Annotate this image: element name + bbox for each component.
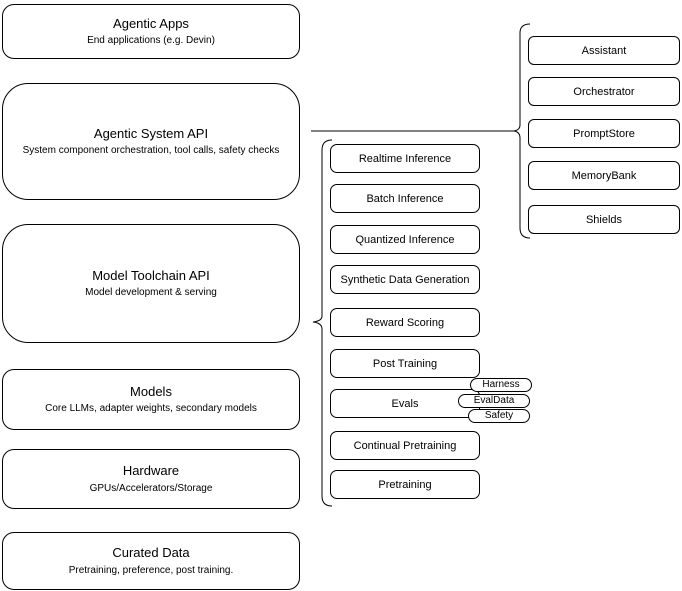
node-evals: Evals <box>330 389 480 418</box>
node-subtitle: System component orchestration, tool cal… <box>22 145 280 157</box>
node-label: Post Training <box>372 357 438 370</box>
pill-label: Safety <box>484 410 514 421</box>
node-label: Realtime Inference <box>358 152 452 165</box>
node-hardware: Hardware GPUs/Accelerators/Storage <box>2 449 300 509</box>
node-title: Agentic System API <box>93 125 209 141</box>
node-shields: Shields <box>528 205 680 234</box>
node-title: Agentic Apps <box>113 15 189 31</box>
node-synthetic-data-generation: Synthetic Data Generation <box>330 265 480 294</box>
node-batch-inference: Batch Inference <box>330 184 480 213</box>
pill-evaldata: EvalData <box>458 394 530 408</box>
node-curated-data: Curated Data Pretraining, preference, po… <box>2 532 300 590</box>
node-subtitle: End applications (e.g. Devin) <box>87 35 215 47</box>
node-label: Reward Scoring <box>365 316 445 329</box>
node-label: PromptStore <box>573 127 635 140</box>
node-agentic-apps: Agentic Apps End applications (e.g. Devi… <box>2 4 300 59</box>
node-subtitle: GPUs/Accelerators/Storage <box>89 482 213 494</box>
node-reward-scoring: Reward Scoring <box>330 308 480 337</box>
pill-label: Harness <box>482 379 520 390</box>
node-subtitle: Model development & serving <box>85 287 217 299</box>
node-continual-pretraining: Continual Pretraining <box>330 431 480 460</box>
node-label: MemoryBank <box>571 169 637 182</box>
node-subtitle: Core LLMs, adapter weights, secondary mo… <box>45 403 257 415</box>
node-label: Pretraining <box>378 478 432 491</box>
node-label: Orchestrator <box>573 85 635 98</box>
node-orchestrator: Orchestrator <box>528 77 680 106</box>
node-title: Models <box>130 383 172 399</box>
node-title: Hardware <box>122 463 180 479</box>
node-label: Batch Inference <box>366 192 444 205</box>
node-label: Continual Pretraining <box>353 439 457 452</box>
node-agentic-system-api: Agentic System API System component orch… <box>2 83 300 200</box>
node-title: Model Toolchain API <box>92 267 210 283</box>
system-components-bracket <box>513 23 531 239</box>
node-post-training: Post Training <box>330 349 480 378</box>
node-promptstore: PromptStore <box>528 119 680 148</box>
node-model-toolchain-api: Model Toolchain API Model development & … <box>2 224 300 343</box>
pill-label: EvalData <box>473 395 515 406</box>
node-assistant: Assistant <box>528 36 680 65</box>
node-quantized-inference: Quantized Inference <box>330 225 480 254</box>
toolchain-group-bracket <box>312 139 333 507</box>
pill-harness: Harness <box>470 378 532 392</box>
node-label: Quantized Inference <box>355 233 455 246</box>
node-pretraining: Pretraining <box>330 470 480 499</box>
pill-safety: Safety <box>468 409 530 423</box>
node-realtime-inference: Realtime Inference <box>330 144 480 173</box>
node-models: Models Core LLMs, adapter weights, secon… <box>2 369 300 430</box>
node-memorybank: MemoryBank <box>528 161 680 190</box>
node-title: Curated Data <box>112 545 190 561</box>
node-label: Evals <box>391 397 419 410</box>
node-label: Assistant <box>581 44 627 57</box>
node-subtitle: Pretraining, preference, post training. <box>68 564 234 576</box>
node-label: Synthetic Data Generation <box>340 273 470 286</box>
node-label: Shields <box>585 213 623 226</box>
